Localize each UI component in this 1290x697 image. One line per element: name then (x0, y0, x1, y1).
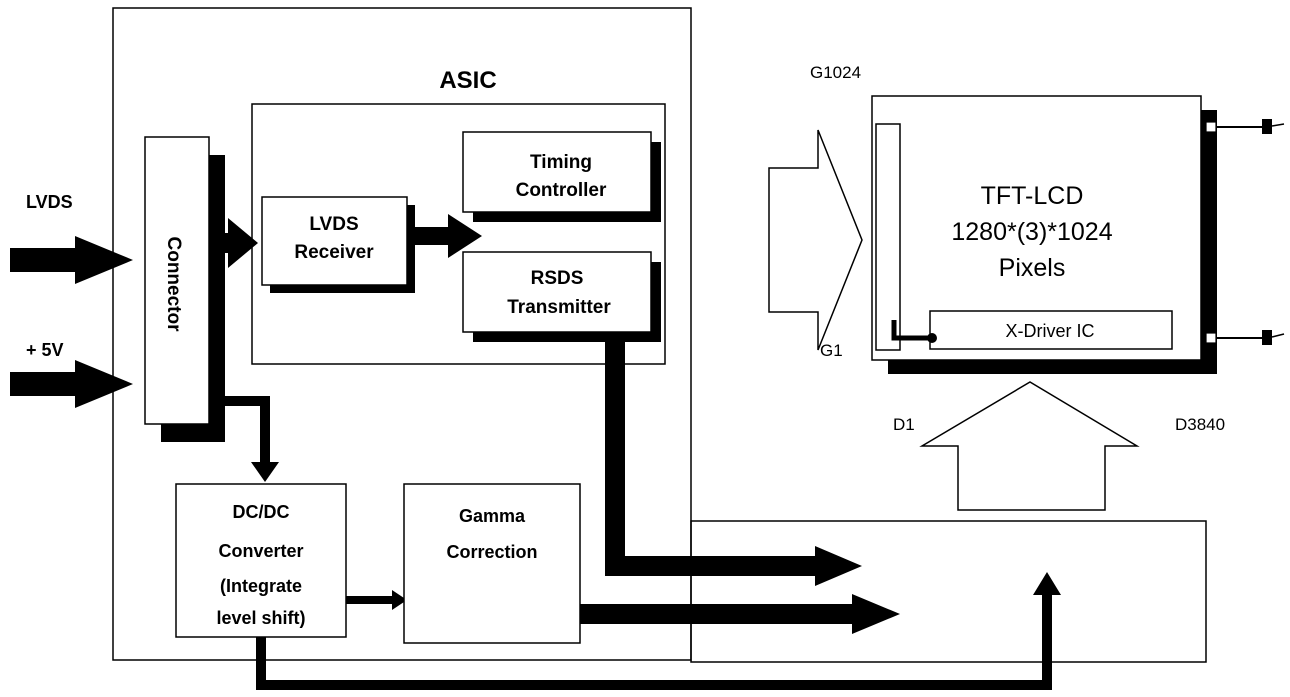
gate-xdriver-node (927, 333, 937, 343)
gate-driver-strip (875, 123, 901, 351)
x-driver-ic-label: X-Driver IC (1006, 321, 1095, 341)
panel-unit: Pixels (999, 254, 1066, 282)
gamma-output-line (580, 594, 900, 634)
data-right-label: D3840 (1175, 415, 1225, 434)
lvds-receiver-box (261, 196, 408, 286)
panel-resolution: 1280*(3)*1024 (951, 218, 1112, 246)
dcdc-to-gamma-arrow (346, 590, 407, 610)
rsds-transmitter-label-2: Transmitter (507, 297, 611, 318)
timing-controller-label-1: Timing (530, 152, 592, 173)
rsds-transmitter-box (462, 251, 652, 333)
gate-hollow-arrow (768, 129, 863, 351)
dcdc-converter-label-2: Converter (218, 541, 303, 561)
receiver-to-transmitter-arrow (415, 214, 482, 258)
connector-label: Connector (163, 237, 184, 333)
connector-box (144, 136, 210, 425)
panel-title: TFT-LCD (981, 182, 1084, 210)
timing-controller-box (462, 131, 652, 213)
lamp-cable-bottom (1205, 330, 1285, 345)
gamma-correction-label-2: Correction (446, 542, 537, 562)
timing-controller-label-2: Controller (516, 180, 607, 201)
dcdc-converter-label-1: DC/DC (233, 502, 290, 522)
lvds-input-label: LVDS (26, 192, 73, 212)
lvds-receiver-label-1: LVDS (309, 214, 358, 235)
gamma-correction-label-1: Gamma (459, 506, 526, 526)
data-hollow-arrow (919, 381, 1140, 511)
lvds-receiver-label-2: Receiver (294, 242, 374, 263)
connector-to-receiver-arrow (209, 218, 258, 268)
power-input-arrow (10, 360, 133, 408)
driver-board (690, 520, 1207, 663)
dcdc-converter-label-3: (Integrate (220, 576, 302, 596)
power-input-label: + 5V (26, 340, 64, 360)
dcdc-converter-label-4: level shift) (216, 608, 305, 628)
gate-bottom-label: G1 (820, 341, 843, 360)
gate-top-label: G1024 (810, 63, 861, 82)
lvds-input-arrow (10, 236, 133, 284)
asic-label: ASIC (439, 67, 496, 94)
gamma-correction-box (403, 483, 581, 644)
rsds-output-line (605, 332, 862, 586)
gate-xdriver-link (891, 320, 932, 341)
lamp-cable-top (1205, 119, 1285, 134)
connector-to-dcdc-line (209, 396, 279, 482)
x-driver-ic-box (929, 310, 1173, 350)
data-left-label: D1 (893, 415, 915, 434)
rsds-transmitter-label-1: RSDS (531, 268, 584, 289)
